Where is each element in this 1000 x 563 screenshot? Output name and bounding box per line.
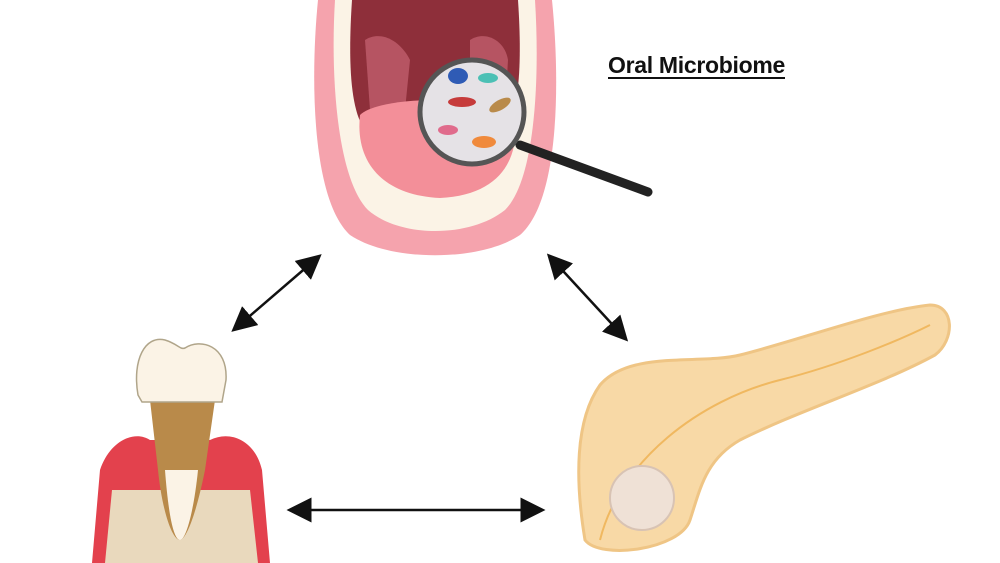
pancreas-illustration [577,303,951,552]
arrow-mouth-tooth [231,254,322,332]
oral-microbiome-label: Oral Microbiome [608,52,785,78]
pancreatic-tumor [609,465,675,531]
magnifying-glass-icon [417,57,653,197]
bacteria-flagellated-icon [448,97,476,107]
arrow-mouth-pancreas [546,253,629,342]
bacteria-rod-icon [478,73,498,83]
periodontal-tooth-illustration [92,338,270,563]
bacteria-cocci-icon [448,68,468,84]
